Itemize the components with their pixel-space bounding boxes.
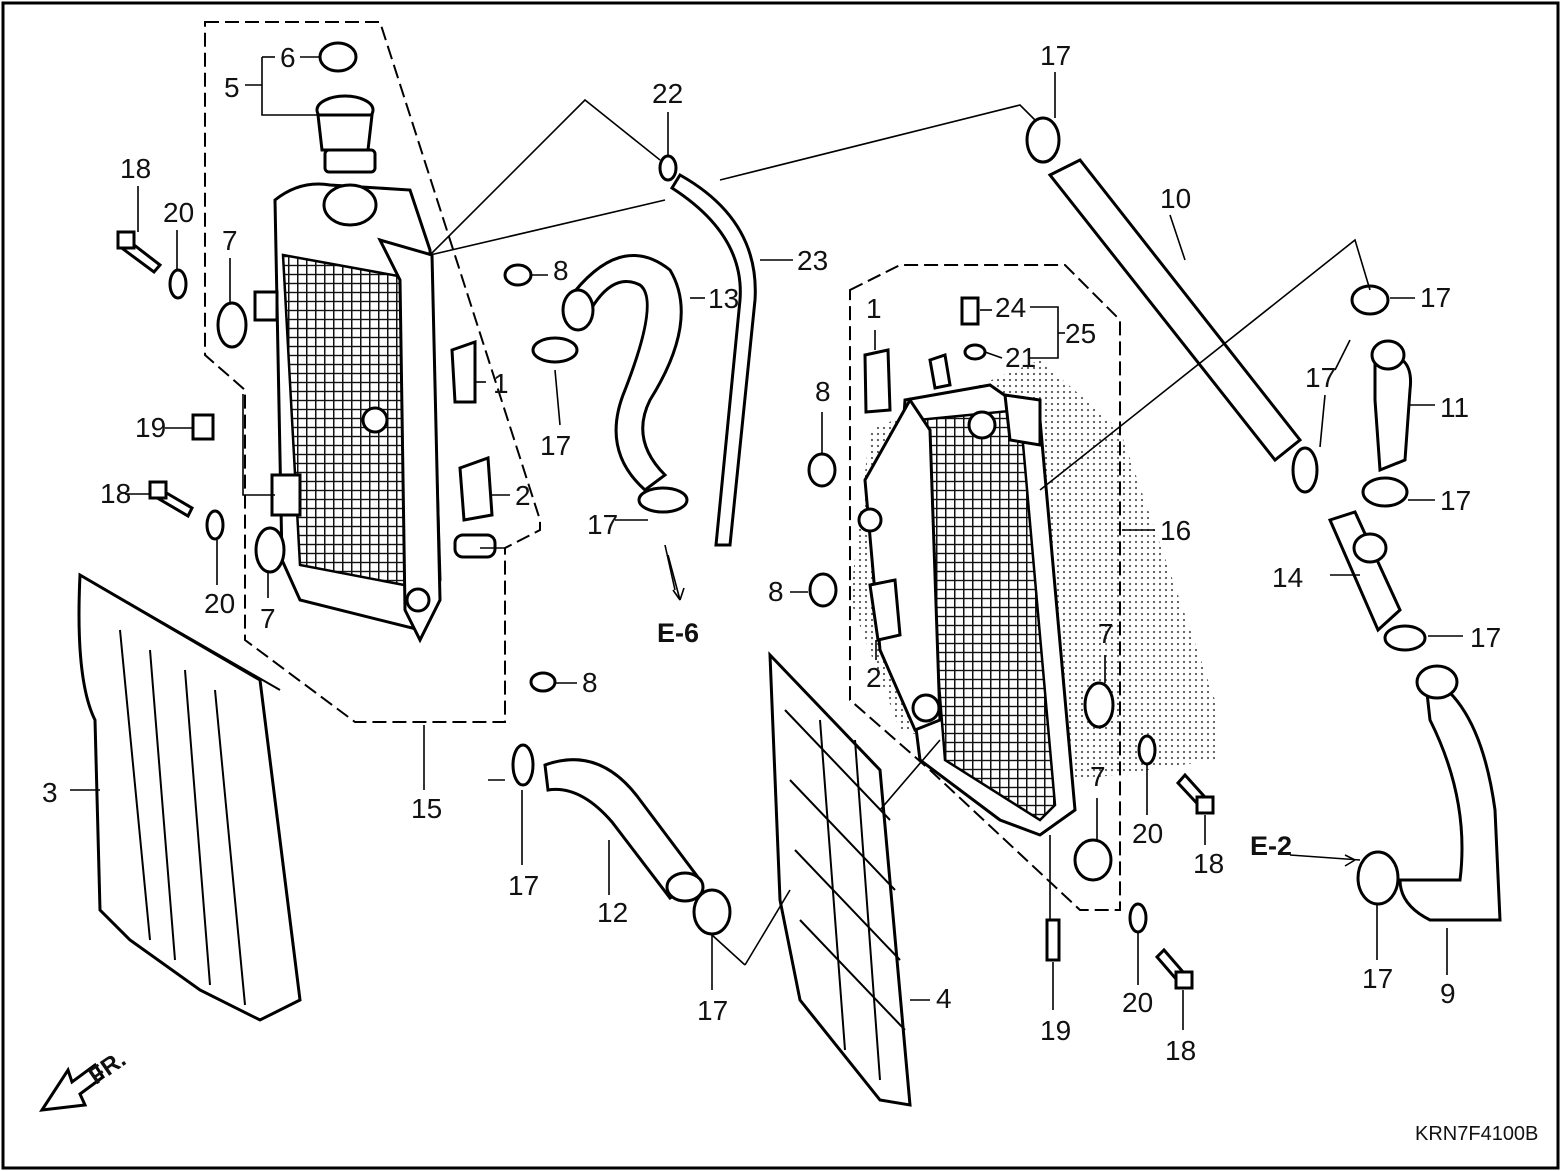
label-19: 19 [135,412,166,443]
reference-e2: E-2 [1250,831,1292,861]
label-2: 2 [866,662,882,693]
joint-14 [1327,510,1427,652]
label-19: 19 [1040,1015,1071,1046]
label-15: 15 [411,793,442,824]
label-17: 17 [1305,362,1336,393]
label-17: 17 [1420,282,1451,313]
right-radiator-assembly [807,264,1215,990]
label-7: 7 [260,603,276,634]
label-25: 25 [1065,318,1096,349]
label-8: 8 [768,576,784,607]
label-22: 22 [652,78,683,109]
label-7: 7 [1090,761,1106,792]
hose-12 [511,671,732,936]
label-17: 17 [587,509,618,540]
label-13: 13 [708,283,739,314]
label-17: 17 [1440,485,1471,516]
label-17: 17 [508,870,539,901]
right-shroud [768,651,912,1107]
label-7: 7 [1098,618,1114,649]
label-17: 17 [540,430,571,461]
label-7: 7 [222,225,238,256]
label-16: 16 [1160,515,1191,546]
label-23: 23 [797,245,828,276]
label-9: 9 [1440,978,1456,1009]
hose-10 [1025,116,1319,494]
label-20: 20 [204,588,235,619]
label-10: 10 [1160,183,1191,214]
label-14: 14 [1272,562,1303,593]
label-leaders [70,56,1463,1030]
label-17: 17 [1362,963,1393,994]
hose-9 [1356,664,1502,922]
label-8: 8 [582,667,598,698]
label-12: 12 [597,897,628,928]
hose-13 [561,254,689,514]
label-8: 8 [815,376,831,407]
label-17: 17 [697,995,728,1026]
label-5: 5 [224,72,240,103]
front-direction-marker: FR. [39,1046,131,1112]
label-17: 17 [1470,622,1501,653]
reference-marks: E-6 E-2 [657,554,1292,861]
reference-e6: E-6 [657,618,699,648]
label-20: 20 [1132,818,1163,849]
label-8: 8 [553,255,569,286]
label-1: 1 [866,293,882,324]
label-24: 24 [995,292,1026,323]
label-18: 18 [1193,848,1224,879]
label-17: 17 [1040,40,1071,71]
leader-lines [429,98,1371,966]
label-18: 18 [120,153,151,184]
label-20: 20 [163,197,194,228]
label-11: 11 [1440,392,1469,423]
label-6: 6 [280,42,296,73]
label-3: 3 [42,777,58,808]
label-2: 2 [515,480,531,511]
breather-tube-23 [658,154,757,547]
label-18: 18 [1165,1035,1196,1066]
left-shroud [77,572,302,1022]
drawing-code: KRN7F4100B [1415,1123,1538,1145]
label-1: 1 [493,368,509,399]
label-20: 20 [1122,987,1153,1018]
label-4: 4 [936,983,952,1014]
hose-11 [1350,284,1413,508]
part-labels: 1 2 3 5 6 7 7 8 8 12 13 15 17 17 17 17 1… [42,40,1501,1066]
